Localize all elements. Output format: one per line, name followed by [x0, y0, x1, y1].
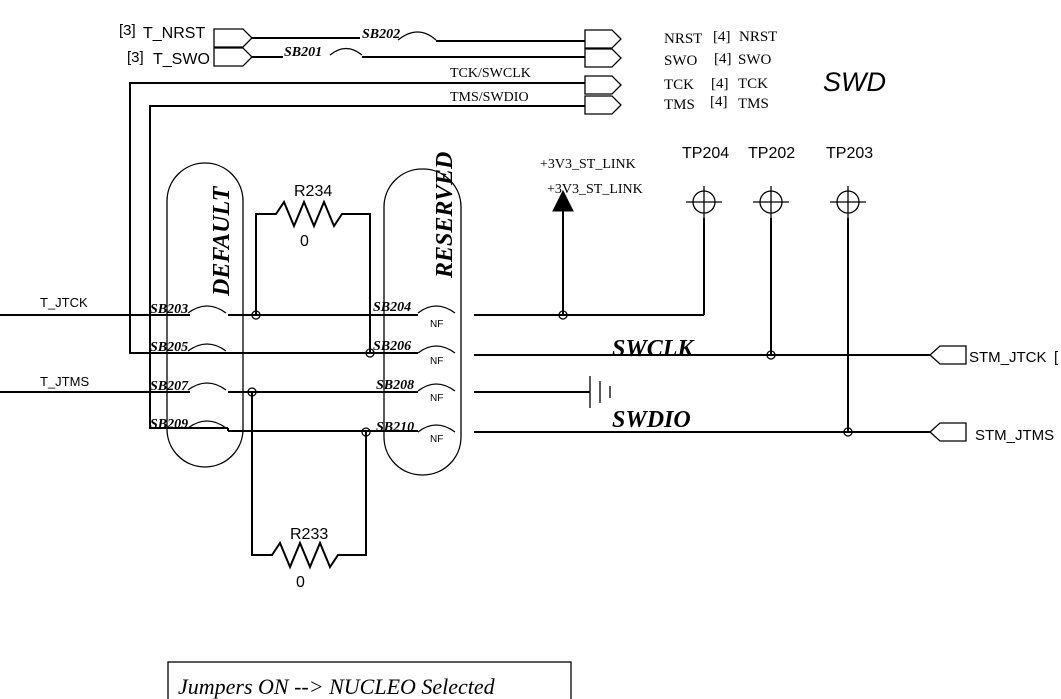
sb206-label: SB206 — [373, 339, 411, 354]
sb203-label: SB203 — [150, 302, 188, 317]
tp204-symbol — [686, 186, 722, 218]
nrst-wire — [252, 37, 585, 42]
tck-swclk-label: TCK/SWCLK — [450, 66, 531, 81]
r233-label: R233 — [290, 526, 328, 543]
nrst-ref: [4] — [713, 29, 731, 45]
tp203-label: TP203 — [826, 145, 873, 162]
tms-out-connector — [584, 95, 622, 115]
sb205-jumper — [187, 343, 227, 352]
swo-right-label: SWO — [738, 52, 772, 68]
reserved-group-label: RESERVED — [432, 152, 458, 279]
tp204-label: TP204 — [682, 145, 729, 162]
stm-jtck-label: STM_JTCK — [969, 349, 1047, 366]
sb210-nf: NF — [430, 434, 443, 445]
tck-swclk-wire — [129, 82, 585, 354]
sb203-jumper — [187, 305, 227, 314]
sb209-jumper — [187, 420, 227, 429]
sb207-jumper — [187, 382, 227, 391]
sb205-label: SB205 — [150, 340, 188, 355]
junction-563-315 — [558, 310, 568, 320]
sb208-jumper — [417, 383, 456, 392]
sb210-jumper — [417, 424, 456, 433]
sb204-label: SB204 — [373, 300, 411, 315]
sb210-label: SB210 — [376, 420, 414, 435]
sb201-jumper — [329, 47, 363, 56]
t-swo-ref: [3] — [127, 49, 144, 66]
tp202-label: TP202 — [748, 145, 795, 162]
nrst-out-connector — [584, 29, 622, 49]
tms-swdio-label: TMS/SWDIO — [450, 90, 529, 105]
t-nrst-label: T_NRST — [143, 25, 205, 42]
stm-jtms-connector — [929, 422, 967, 442]
r234-label: R234 — [294, 183, 332, 200]
tms-right-label: TMS — [738, 96, 769, 112]
swclk-wire — [228, 352, 930, 356]
power-label-2: +3V3_ST_LINK — [547, 182, 643, 197]
stm-jtms-label: STM_JTMS — [975, 427, 1054, 444]
sb204-jumper — [417, 305, 456, 314]
tck-ref: [4] — [711, 76, 729, 92]
t-nrst-connector — [213, 28, 253, 48]
r234-value: 0 — [300, 233, 309, 250]
r233-body — [251, 392, 367, 570]
swo-out-connector — [584, 48, 622, 68]
junction-370-353 — [365, 348, 375, 358]
tck-left-label: TCK — [664, 77, 694, 93]
t-jtck-label: T_JTCK — [40, 295, 88, 310]
sb204-nf: NF — [430, 319, 443, 330]
tms-left-label: TMS — [664, 97, 695, 113]
sb206-jumper — [417, 345, 456, 354]
sb206-nf: NF — [430, 356, 443, 367]
nrst-left-label: NRST — [664, 31, 702, 47]
junction-848-432 — [843, 427, 853, 437]
tms-ref: [4] — [710, 94, 728, 110]
t-swo-label: T_SWO — [153, 51, 210, 68]
sb208-nf: NF — [430, 393, 443, 404]
sb202-jumper — [397, 31, 437, 41]
nrst-right-label: NRST — [739, 29, 777, 45]
reserved-group-outline — [383, 168, 462, 476]
junction-771-355 — [766, 350, 776, 360]
sb202-label: SB202 — [362, 27, 400, 42]
junction-256-315 — [251, 310, 261, 320]
swdio-wire — [227, 428, 930, 433]
note-box — [167, 661, 572, 699]
tp202-symbol — [753, 186, 789, 218]
t-nrst-ref: [3] — [119, 22, 136, 39]
swo-left-label: SWO — [664, 53, 698, 69]
swo-ref: [4] — [714, 51, 732, 67]
t-swo-connector — [213, 47, 253, 67]
r233-value: 0 — [296, 574, 305, 591]
swdio-title: SWDIO — [612, 407, 691, 433]
swd-title: SWD — [823, 67, 886, 97]
terminator-symbol — [589, 376, 611, 408]
r234-body — [255, 199, 371, 353]
junction-252-392 — [247, 387, 257, 397]
t-jtms-label: T_JTMS — [40, 374, 89, 389]
tck-out-connector — [584, 75, 622, 95]
sb201-label: SB201 — [284, 45, 322, 60]
sb207-label: SB207 — [150, 379, 189, 394]
sb208-label: SB208 — [376, 378, 414, 393]
tp203-symbol — [830, 186, 866, 218]
default-group-label: DEFAULT — [209, 185, 235, 297]
sb209-label: SB209 — [150, 417, 188, 432]
power-label-1: +3V3_ST_LINK — [540, 157, 636, 172]
swclk-title: SWCLK — [612, 336, 695, 362]
tck-right-label: TCK — [738, 76, 768, 92]
stm-jtck-suffix: [ — [1054, 349, 1059, 366]
junction-366-432 — [361, 427, 371, 437]
stm-jtck-connector — [929, 345, 967, 365]
note-text: Jumpers ON --> NUCLEO Selected — [178, 674, 496, 699]
